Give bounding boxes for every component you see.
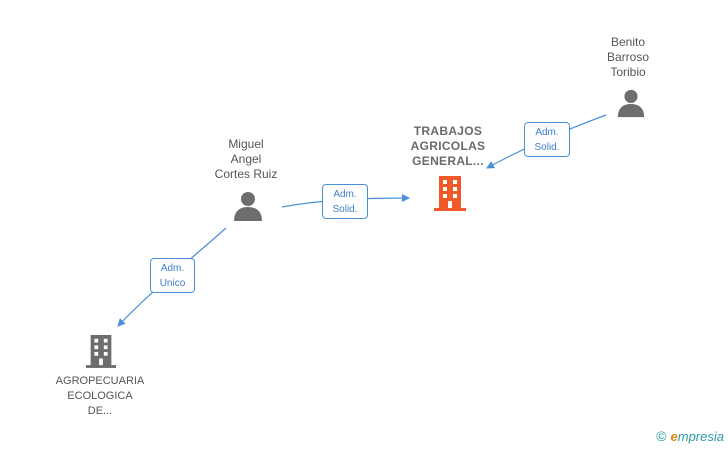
edge-label-line: Adm. bbox=[160, 263, 185, 274]
copyright-icon: © bbox=[656, 428, 667, 444]
name-line: Toribio bbox=[610, 65, 646, 79]
brand-logo: ©empresia bbox=[656, 428, 724, 444]
person-label-miguel[interactable]: Miguel Angel Cortes Ruiz bbox=[196, 137, 296, 182]
name-line: Angel bbox=[230, 152, 262, 166]
name-line: Miguel bbox=[228, 137, 264, 151]
edge-label-line: Adm. bbox=[535, 127, 559, 138]
brand-name: mpresia bbox=[677, 429, 724, 444]
company-label-trabajos[interactable]: TRABAJOS AGRICOLAS GENERAL... bbox=[388, 124, 508, 169]
edge-label-line: Adm. bbox=[333, 189, 357, 200]
name-line: TRABAJOS bbox=[413, 124, 483, 138]
edge-label-line: Solid. bbox=[534, 142, 560, 153]
building-icon[interactable] bbox=[85, 334, 117, 368]
person-label-benito[interactable]: Benito Barroso Toribio bbox=[588, 35, 668, 80]
company-label-agropecuaria[interactable]: AGROPECUARIA ECOLOGICA DE... bbox=[40, 374, 160, 419]
person-icon[interactable] bbox=[616, 88, 646, 118]
brand-initial: e bbox=[670, 429, 678, 444]
name-line: GENERAL... bbox=[412, 154, 484, 168]
edge-label-line: Solid. bbox=[332, 204, 358, 215]
name-line: Cortes Ruiz bbox=[214, 167, 278, 181]
edge-label-miguel-trabajos[interactable]: Adm. Solid. bbox=[322, 184, 368, 219]
name-line: Barroso bbox=[606, 50, 650, 64]
person-icon[interactable] bbox=[232, 190, 264, 222]
building-icon[interactable] bbox=[433, 175, 467, 211]
edge-label-line: Unico bbox=[159, 278, 186, 289]
name-line: ECOLOGICA bbox=[67, 390, 133, 402]
name-line: Benito bbox=[610, 35, 646, 49]
name-line: AGRICOLAS bbox=[410, 139, 486, 153]
edge-label-miguel-agropecuaria[interactable]: Adm. Unico bbox=[150, 258, 195, 293]
name-line: DE... bbox=[87, 405, 113, 417]
edge-label-benito-trabajos[interactable]: Adm. Solid. bbox=[524, 122, 570, 157]
name-line: AGROPECUARIA bbox=[55, 375, 145, 387]
